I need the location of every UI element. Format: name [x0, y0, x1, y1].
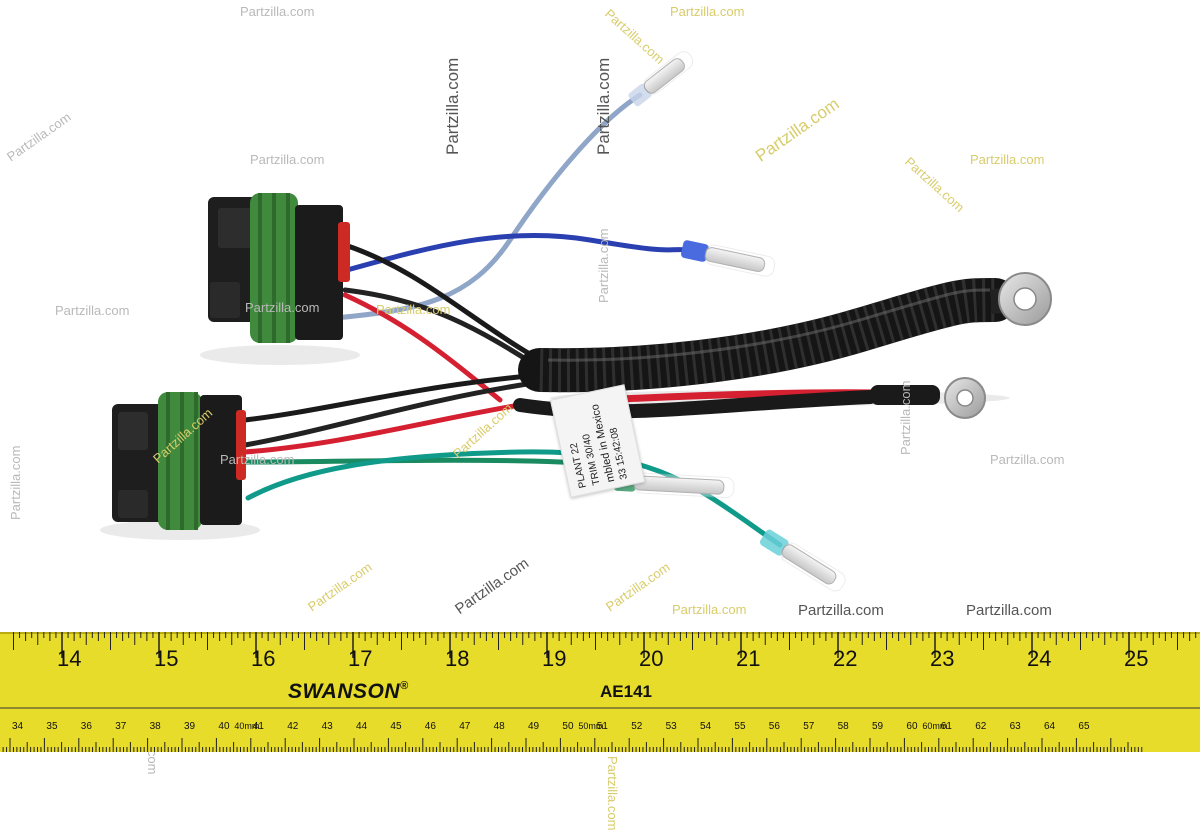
- cm-label: 47: [459, 721, 471, 732]
- wiring-harness-image: [100, 51, 1052, 592]
- ruler-brand-logo: SWANSON®: [288, 680, 409, 704]
- wire-black-upper-1: [342, 242, 543, 363]
- cm-label: 54: [700, 721, 712, 732]
- cm-label: 42: [287, 721, 299, 732]
- wire-blue: [337, 232, 693, 275]
- cm-label: 57: [803, 721, 815, 732]
- inch-label: 21: [736, 646, 760, 671]
- mm-marker: 40mm: [234, 721, 259, 731]
- ruler-graphic: 14 15 16 17 18 19 20 21 22 23 24 25 34 35 36 37 38 39 40 4…: [0, 632, 1200, 752]
- cm-label: 65: [1078, 721, 1090, 732]
- inch-label: 22: [833, 646, 857, 671]
- inch-label: 20: [639, 646, 663, 671]
- cm-label: 64: [1044, 721, 1056, 732]
- cm-label: 48: [494, 721, 506, 732]
- cm-label: 34: [12, 721, 24, 732]
- inch-label: 16: [251, 646, 275, 671]
- cm-label: 62: [975, 721, 987, 732]
- cm-label: 52: [631, 721, 643, 732]
- inch-label: 25: [1124, 646, 1148, 671]
- cm-label: 35: [46, 721, 58, 732]
- ruler-brand-mark: ®: [400, 680, 409, 692]
- inch-label: 14: [57, 646, 81, 671]
- cm-label: 60: [906, 721, 918, 732]
- cm-label: 39: [184, 721, 196, 732]
- cm-label: 53: [666, 721, 678, 732]
- inch-label: 19: [542, 646, 566, 671]
- wire-teal: [245, 449, 783, 548]
- ring-lug-upper: [990, 272, 1052, 326]
- cm-label: 38: [150, 721, 162, 732]
- cm-label: 50: [562, 721, 574, 732]
- inch-label: 23: [930, 646, 954, 671]
- ruler-body: [0, 632, 1200, 752]
- cm-label: 46: [425, 721, 437, 732]
- wire-red-lower: [242, 402, 523, 455]
- cm-label: 63: [1010, 721, 1022, 732]
- cm-label: 58: [838, 721, 850, 732]
- cm-label: 40: [218, 721, 230, 732]
- inch-label: 15: [154, 646, 178, 671]
- cm-label: 36: [81, 721, 93, 732]
- cm-label: 44: [356, 721, 368, 732]
- cm-label: 43: [322, 721, 334, 732]
- cm-label: 59: [872, 721, 884, 732]
- terminal-teal: [759, 529, 846, 592]
- cm-label: 61: [941, 721, 953, 732]
- cm-label: 45: [390, 721, 402, 732]
- cm-label: 37: [115, 721, 127, 732]
- wire-light-blue: [332, 92, 643, 321]
- cm-label: 51: [597, 721, 609, 732]
- wire-black-upper-2: [342, 287, 543, 371]
- inch-label: 18: [445, 646, 469, 671]
- mm-marker: 50mm: [578, 721, 603, 731]
- ruler-top-edge: [0, 632, 1200, 634]
- inch-label: 17: [348, 646, 372, 671]
- ruler-model: AE141: [600, 682, 652, 701]
- ring-lug-lower: [870, 377, 986, 419]
- ruler-brand-name: SWANSON: [288, 680, 401, 703]
- wires: [242, 92, 884, 548]
- cm-label: 56: [769, 721, 781, 732]
- wire-black-lower-1: [242, 372, 543, 423]
- terminal-blue: [681, 240, 776, 277]
- cm-label: 55: [734, 721, 746, 732]
- loom: [518, 278, 1017, 393]
- measuring-ruler: 14 15 16 17 18 19 20 21 22 23 24 25 34 35 36 37 38 39 40 4…: [0, 632, 1200, 752]
- cm-label: 49: [528, 721, 540, 732]
- wire-black-lower-2: [242, 379, 543, 448]
- mm-marker: 60mm: [922, 721, 947, 731]
- connector-upper: [208, 193, 350, 343]
- cm-label: 41: [253, 721, 265, 732]
- terminal-top: [628, 51, 694, 107]
- product-photo: PLANT 22 TRIM 30/40 mbled in Mexico 33 1…: [0, 4, 1200, 830]
- connector-lower: [112, 392, 246, 530]
- inch-label: 24: [1027, 646, 1051, 671]
